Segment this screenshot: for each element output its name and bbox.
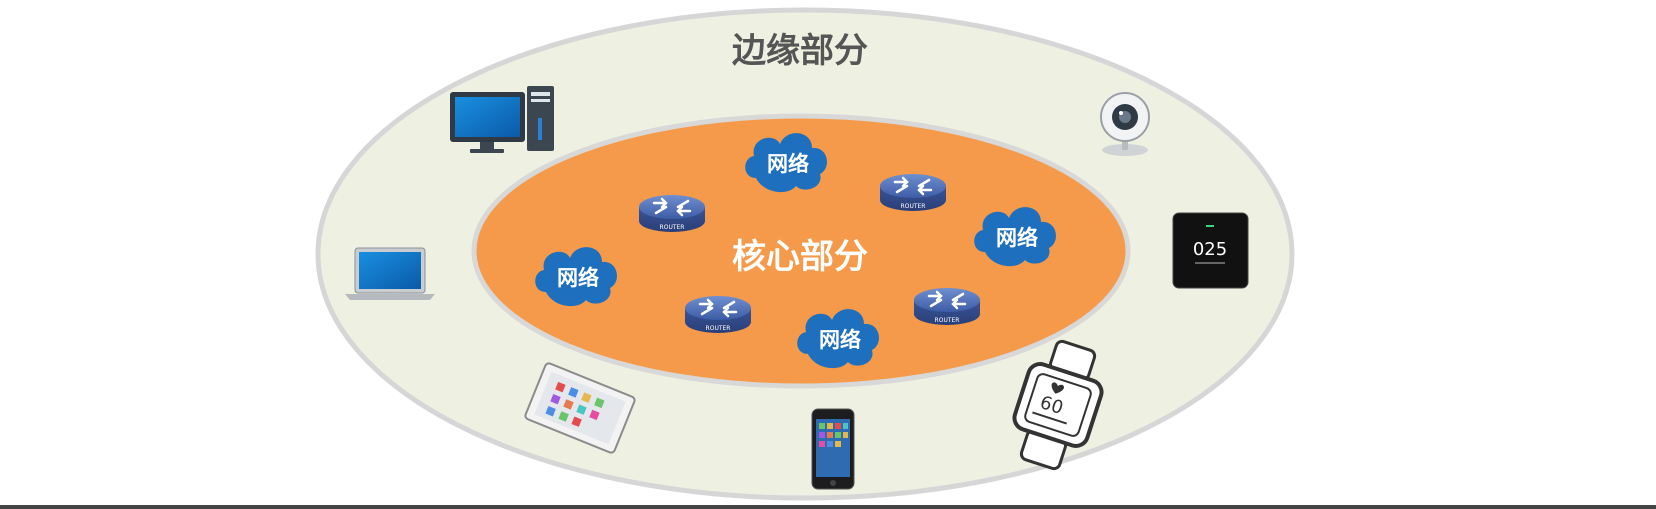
- air-monitor-icon: 025: [1172, 212, 1249, 289]
- router-icon: ROUTER: [639, 195, 705, 232]
- router-icon: ROUTER: [685, 296, 751, 333]
- smartphone-icon: [811, 408, 855, 490]
- cloud-label: 网络: [767, 152, 809, 176]
- tablet-icon: [524, 362, 636, 454]
- cloud-icon: 网络: [974, 207, 1056, 267]
- smartwatch-icon: 60: [1012, 339, 1104, 471]
- air-monitor-reading: 025: [1193, 239, 1227, 260]
- cloud-icon: 网络: [797, 309, 879, 369]
- router-icon: ROUTER: [914, 288, 980, 325]
- cloud-icon: 网络: [745, 133, 827, 193]
- core-label: 核心部分: [732, 237, 868, 277]
- router-icon: ROUTER: [880, 174, 946, 211]
- webcam-icon: [1100, 92, 1150, 156]
- router-label: ROUTER: [706, 325, 731, 332]
- edge-label: 边缘部分: [732, 31, 868, 71]
- laptop-icon: [345, 247, 435, 300]
- router-label: ROUTER: [660, 224, 685, 231]
- cloud-label: 网络: [557, 266, 599, 290]
- desktop-computer-icon: [450, 86, 554, 153]
- router-label: ROUTER: [901, 203, 926, 210]
- router-label: ROUTER: [935, 317, 960, 324]
- cloud-icon: 网络: [535, 247, 617, 307]
- bottom-border: [0, 505, 1656, 509]
- cloud-label: 网络: [996, 226, 1038, 250]
- cloud-label: 网络: [819, 328, 861, 352]
